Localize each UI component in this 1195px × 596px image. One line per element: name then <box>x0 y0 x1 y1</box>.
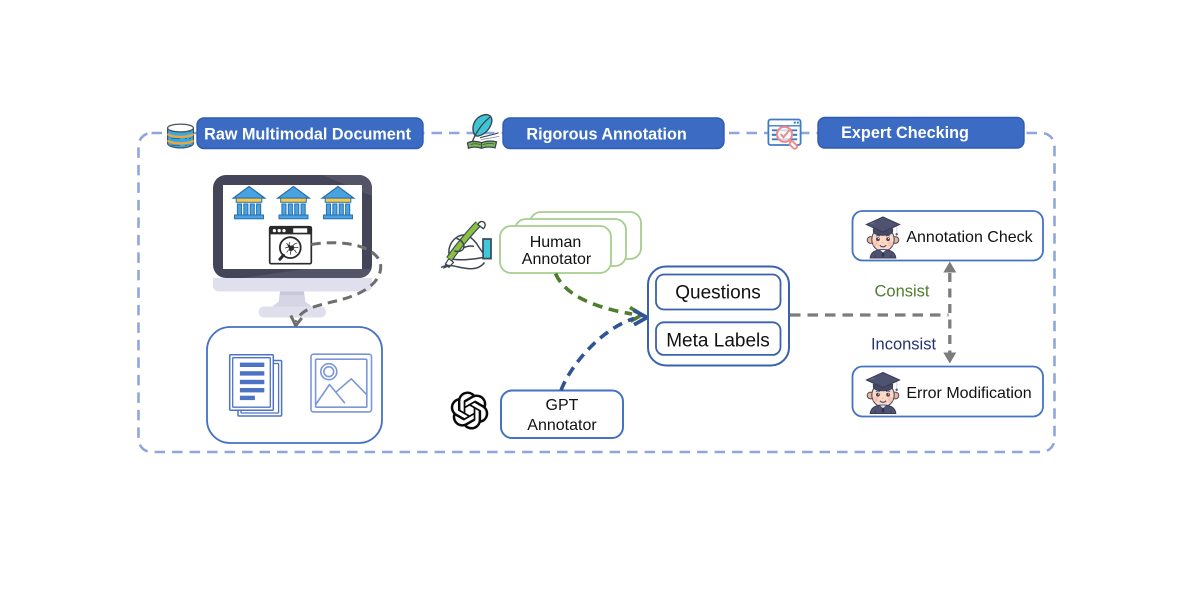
svg-text:Raw Multimodal Document: Raw Multimodal Document <box>204 125 411 143</box>
svg-text:GPT: GPT <box>546 397 579 414</box>
svg-text:Meta Labels: Meta Labels <box>666 330 770 351</box>
svg-text:Annotator: Annotator <box>527 417 597 434</box>
svg-text:Annotator: Annotator <box>522 251 592 268</box>
svg-text:Human: Human <box>530 234 582 251</box>
svg-text:Rigorous Annotation: Rigorous Annotation <box>526 125 686 143</box>
svg-text:Inconsist: Inconsist <box>871 336 937 354</box>
svg-text:Annotation Check: Annotation Check <box>906 229 1033 246</box>
svg-text:Consist: Consist <box>874 283 929 301</box>
svg-text:Expert Checking: Expert Checking <box>841 124 969 142</box>
svg-text:Error Modification: Error Modification <box>906 385 1031 402</box>
svg-text:Questions: Questions <box>675 283 761 304</box>
